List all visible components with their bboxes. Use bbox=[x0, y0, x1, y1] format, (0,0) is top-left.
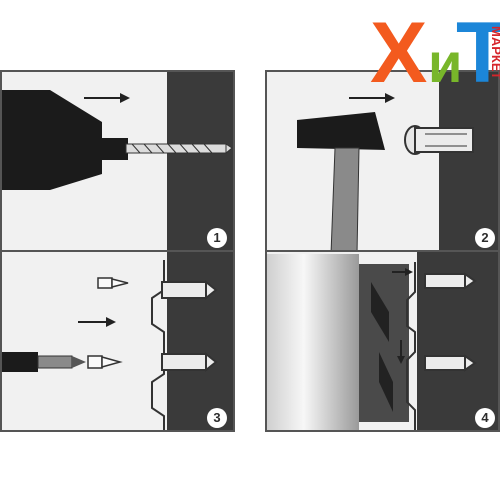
siding-panel-icon bbox=[267, 254, 416, 430]
wall-section bbox=[167, 72, 233, 250]
logo-subtitle: МАРКЕТ bbox=[489, 26, 500, 79]
step-3-panel: 3 bbox=[0, 250, 235, 432]
arrow-icon bbox=[84, 93, 130, 103]
step-4-panel: 4 bbox=[265, 250, 500, 432]
wall-section bbox=[167, 252, 233, 430]
arrow-icon bbox=[392, 268, 413, 364]
step-number: 2 bbox=[475, 228, 495, 248]
hammer-icon bbox=[297, 112, 385, 250]
step-number: 4 bbox=[475, 408, 495, 428]
dowel-icon bbox=[161, 279, 218, 373]
dowel-icon bbox=[424, 272, 477, 372]
screw-icon bbox=[97, 277, 129, 289]
wall-section bbox=[439, 72, 498, 250]
step-number: 1 bbox=[207, 228, 227, 248]
step-number: 3 bbox=[207, 408, 227, 428]
logo-letter-i: и bbox=[428, 31, 462, 94]
brand-logo: Х и Т МАРКЕТ bbox=[370, 0, 500, 101]
dowel-icon bbox=[404, 125, 474, 155]
step-1-panel: 1 bbox=[0, 70, 235, 252]
arrow-icon bbox=[349, 93, 395, 103]
logo-letter-t: Т bbox=[456, 5, 500, 98]
logo-letter-x: Х bbox=[370, 5, 427, 98]
drill-icon bbox=[2, 90, 233, 190]
screwdriver-icon bbox=[2, 352, 123, 372]
arrow-icon bbox=[78, 317, 116, 327]
step-2-panel: 2 bbox=[265, 70, 500, 252]
